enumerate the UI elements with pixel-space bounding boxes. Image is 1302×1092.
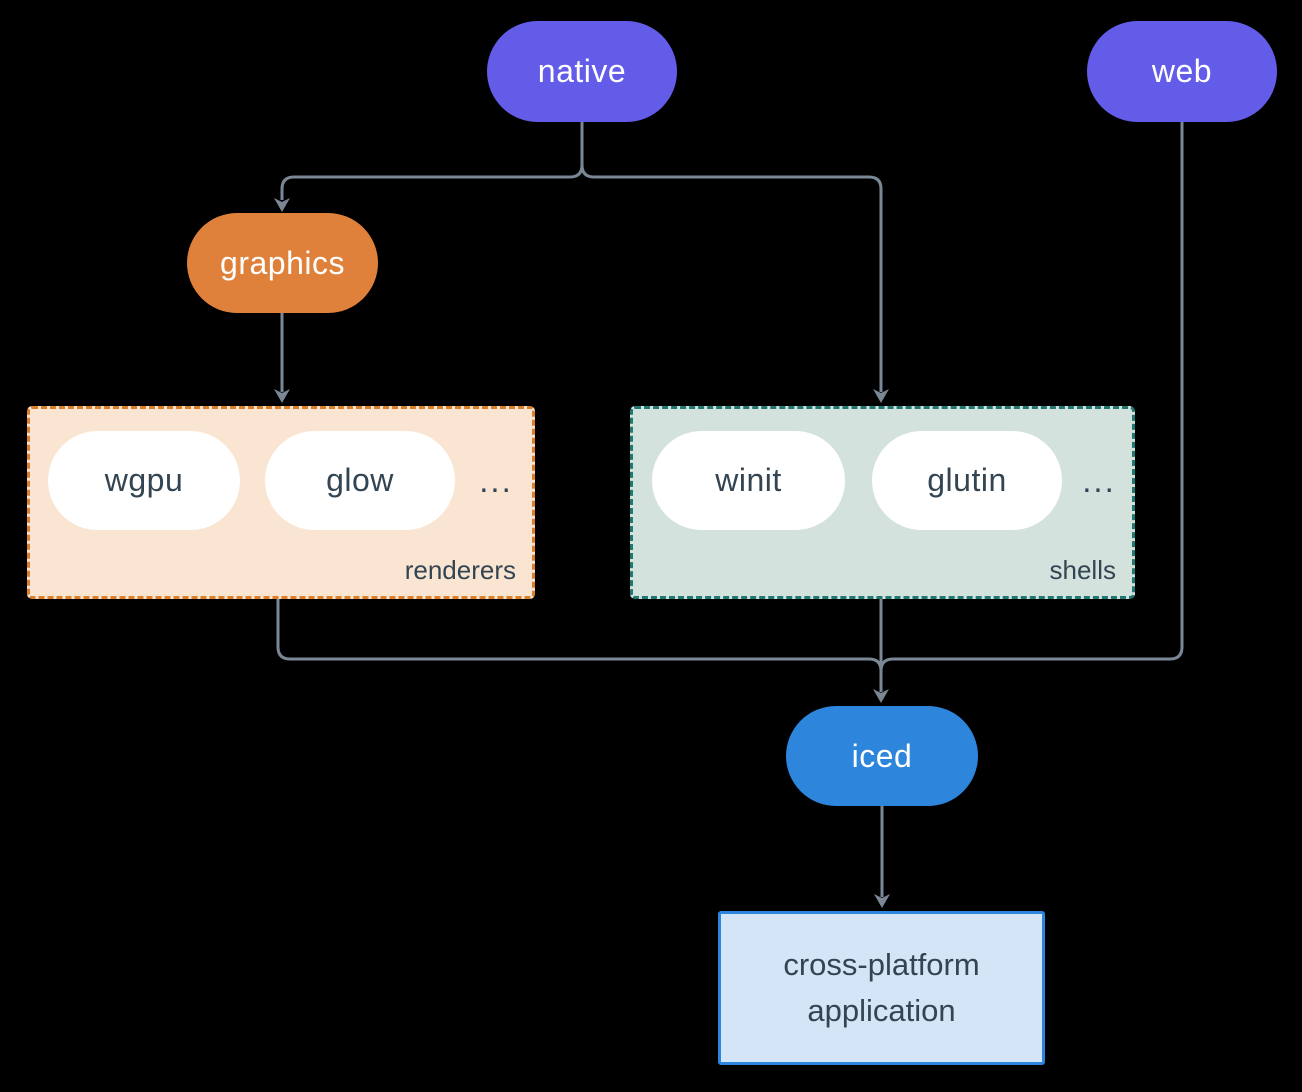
node-glutin: glutin [872,431,1062,530]
edge-renderers-to-iced [276,599,883,676]
group-renderers: wgpu glow ... renderers [27,406,535,599]
arrowhead-into-shells [873,389,889,403]
node-winit: winit [652,431,845,530]
ellipsis-shells: ... [1082,461,1116,499]
edge-native-to-shells [580,122,883,392]
arrowhead-into-renderers [274,389,290,403]
edge-native-to-graphics [280,122,584,200]
arrowhead-into-iced [873,689,889,703]
arrowhead-into-graphics [274,198,290,212]
node-graphics-label: graphics [220,244,345,281]
node-winit-label: winit [715,462,782,498]
node-graphics: graphics [187,213,378,313]
node-wgpu: wgpu [48,431,240,530]
node-web: web [1087,21,1277,122]
node-iced: iced [786,706,978,806]
node-web-label: web [1151,53,1213,89]
group-shells: winit glutin ... shells [630,406,1135,599]
group-shells-label: shells [1049,555,1116,585]
node-app-label: cross-platform application [783,946,980,1029]
node-glow-label: glow [326,462,394,498]
ellipsis-renderers: ... [479,461,513,499]
node-native-label: native [537,53,627,89]
node-wgpu-label: wgpu [104,462,184,498]
arrowhead-into-app [874,894,890,908]
node-iced-label: iced [851,737,913,774]
node-glow: glow [265,431,455,530]
node-glutin-label: glutin [927,462,1007,498]
group-renderers-label: renderers [404,555,516,585]
node-native: native [487,21,677,122]
node-cross-platform-application: cross-platform application [718,911,1045,1065]
